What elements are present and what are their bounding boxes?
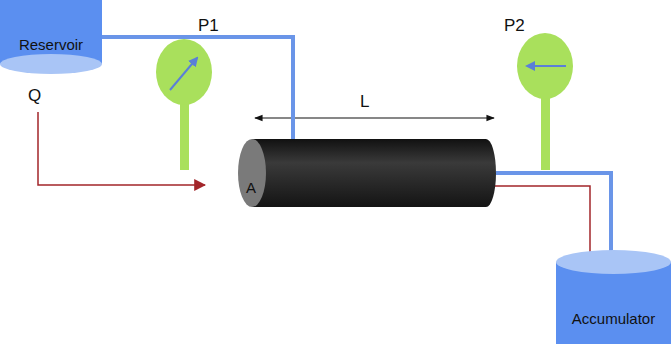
tank-bottom — [0, 54, 102, 74]
core-sample: A — [238, 139, 496, 207]
core-body — [252, 139, 496, 207]
pressure-gauge — [517, 33, 573, 99]
node-text: Reservoir — [19, 36, 83, 53]
pressure-label: P1 — [198, 16, 219, 36]
tank-body — [556, 262, 671, 344]
flow-label: Q — [28, 86, 41, 106]
pressure-label: P2 — [504, 16, 525, 36]
pipe — [496, 173, 611, 254]
reservoir-tank: Reservoir — [0, 0, 102, 74]
gauge-needle — [527, 65, 566, 67]
core-face — [238, 139, 266, 207]
gauge-stem — [180, 100, 189, 170]
gauge-needle — [170, 58, 197, 90]
node-outline — [556, 250, 671, 344]
dimension-arrow — [255, 117, 494, 118]
length-label: L — [360, 92, 369, 112]
pressure-gauge — [156, 39, 212, 105]
gauge-stem — [541, 96, 550, 170]
accumulator-tank: Accumulator — [556, 250, 671, 344]
pipe — [102, 37, 293, 143]
node-text: Accumulator — [572, 310, 655, 327]
node-text: A — [246, 179, 256, 196]
tank-top — [556, 250, 671, 274]
node-outline — [238, 139, 496, 207]
flow-arrow — [38, 112, 205, 185]
